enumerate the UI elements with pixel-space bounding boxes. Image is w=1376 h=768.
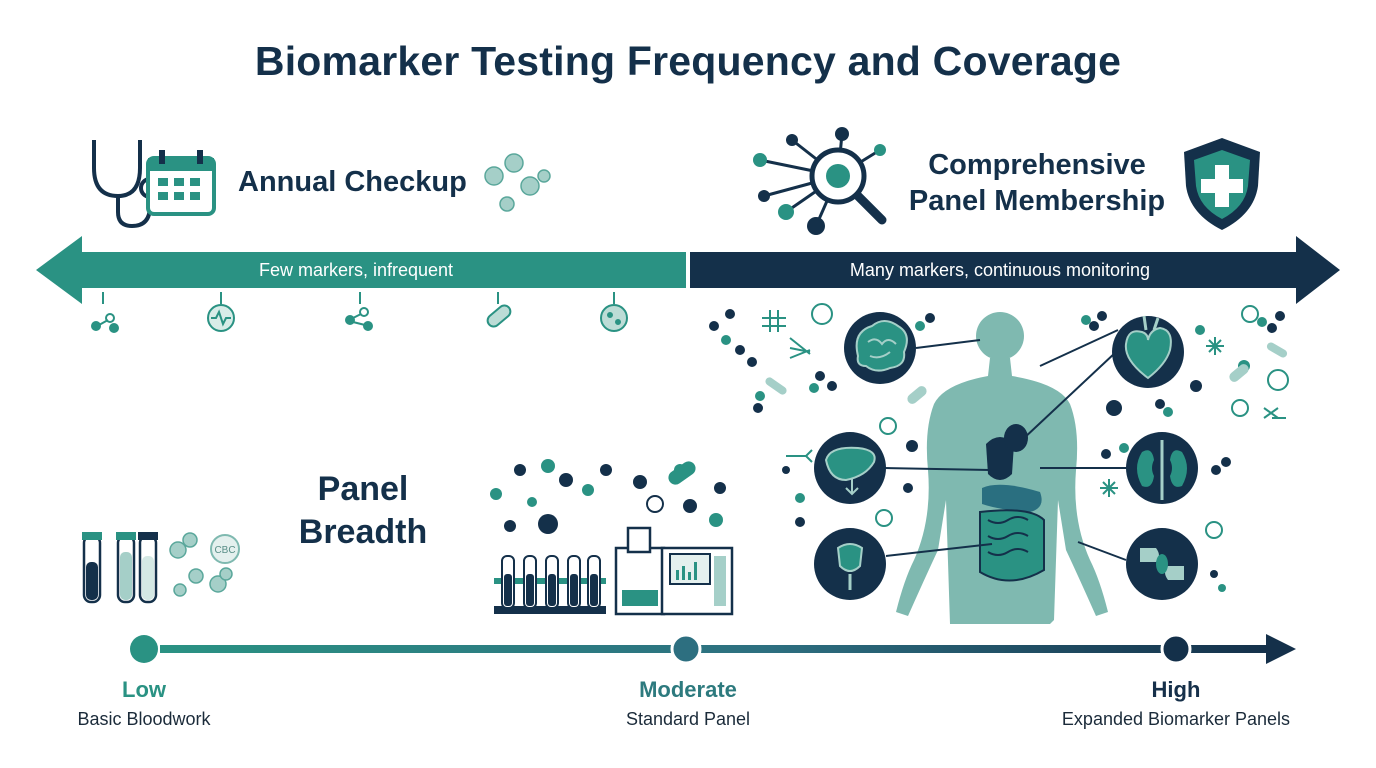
brain-icon [844, 312, 916, 384]
shield-plus-icon [1184, 138, 1260, 230]
high-level-label: High [1151, 677, 1201, 702]
lab-analyzer-icon [614, 526, 734, 616]
moderate-level-description: Standard Panel [625, 709, 751, 729]
moderate-level-label: Moderate [639, 677, 737, 702]
organ-connectors [883, 329, 1128, 561]
molecule-icon [484, 153, 551, 212]
panel-breadth-line2: Breadth [298, 513, 428, 551]
frequency-band-arrow [36, 236, 1340, 304]
moderate-marker [670, 633, 702, 665]
joint-icon [1126, 528, 1198, 600]
low-level-label: Low [122, 677, 166, 702]
comprehensive-line2: Panel Membership [908, 185, 1166, 217]
liver-icon [814, 432, 886, 504]
low-molecules-icon [169, 532, 233, 597]
right-band-navy [690, 236, 1340, 304]
few-markers-label: Few markers, infrequent [258, 260, 454, 280]
network-search-icon [753, 127, 887, 235]
band-marker-icons [91, 292, 628, 333]
calendar-icon [146, 150, 216, 216]
human-body-icon [896, 312, 1108, 624]
moderate-molecules-icon [490, 459, 726, 534]
annual-checkup-label: Annual Checkup [238, 166, 467, 198]
heart-icon [1112, 315, 1184, 388]
cbc-badge: CBC [210, 534, 240, 564]
low-marker [130, 635, 158, 663]
many-markers-label: Many markers, continuous monitoring [849, 260, 1151, 280]
comprehensive-panel-label: Comprehensive Panel Membership [892, 147, 1182, 219]
kidney-icon [1126, 432, 1198, 504]
test-tube-rack-icon [494, 555, 606, 614]
page-title: Biomarker Testing Frequency and Coverage [254, 38, 1122, 84]
panel-breadth-label: Panel Breadth [292, 468, 434, 554]
high-level-description: Expanded Biomarker Panels [1061, 709, 1291, 729]
comprehensive-line1: Comprehensive [928, 149, 1146, 181]
low-level-description: Basic Bloodwork [77, 709, 211, 729]
high-marker [1160, 633, 1192, 665]
left-band-teal [36, 236, 686, 304]
test-tubes-icon [82, 532, 158, 604]
panel-breadth-line1: Panel [317, 470, 409, 508]
biomarker-cluster-icons [709, 303, 1289, 592]
gut-icon [814, 528, 886, 600]
panel-breadth-scale [130, 633, 1296, 665]
cbc-badge-label: CBC [214, 545, 235, 556]
